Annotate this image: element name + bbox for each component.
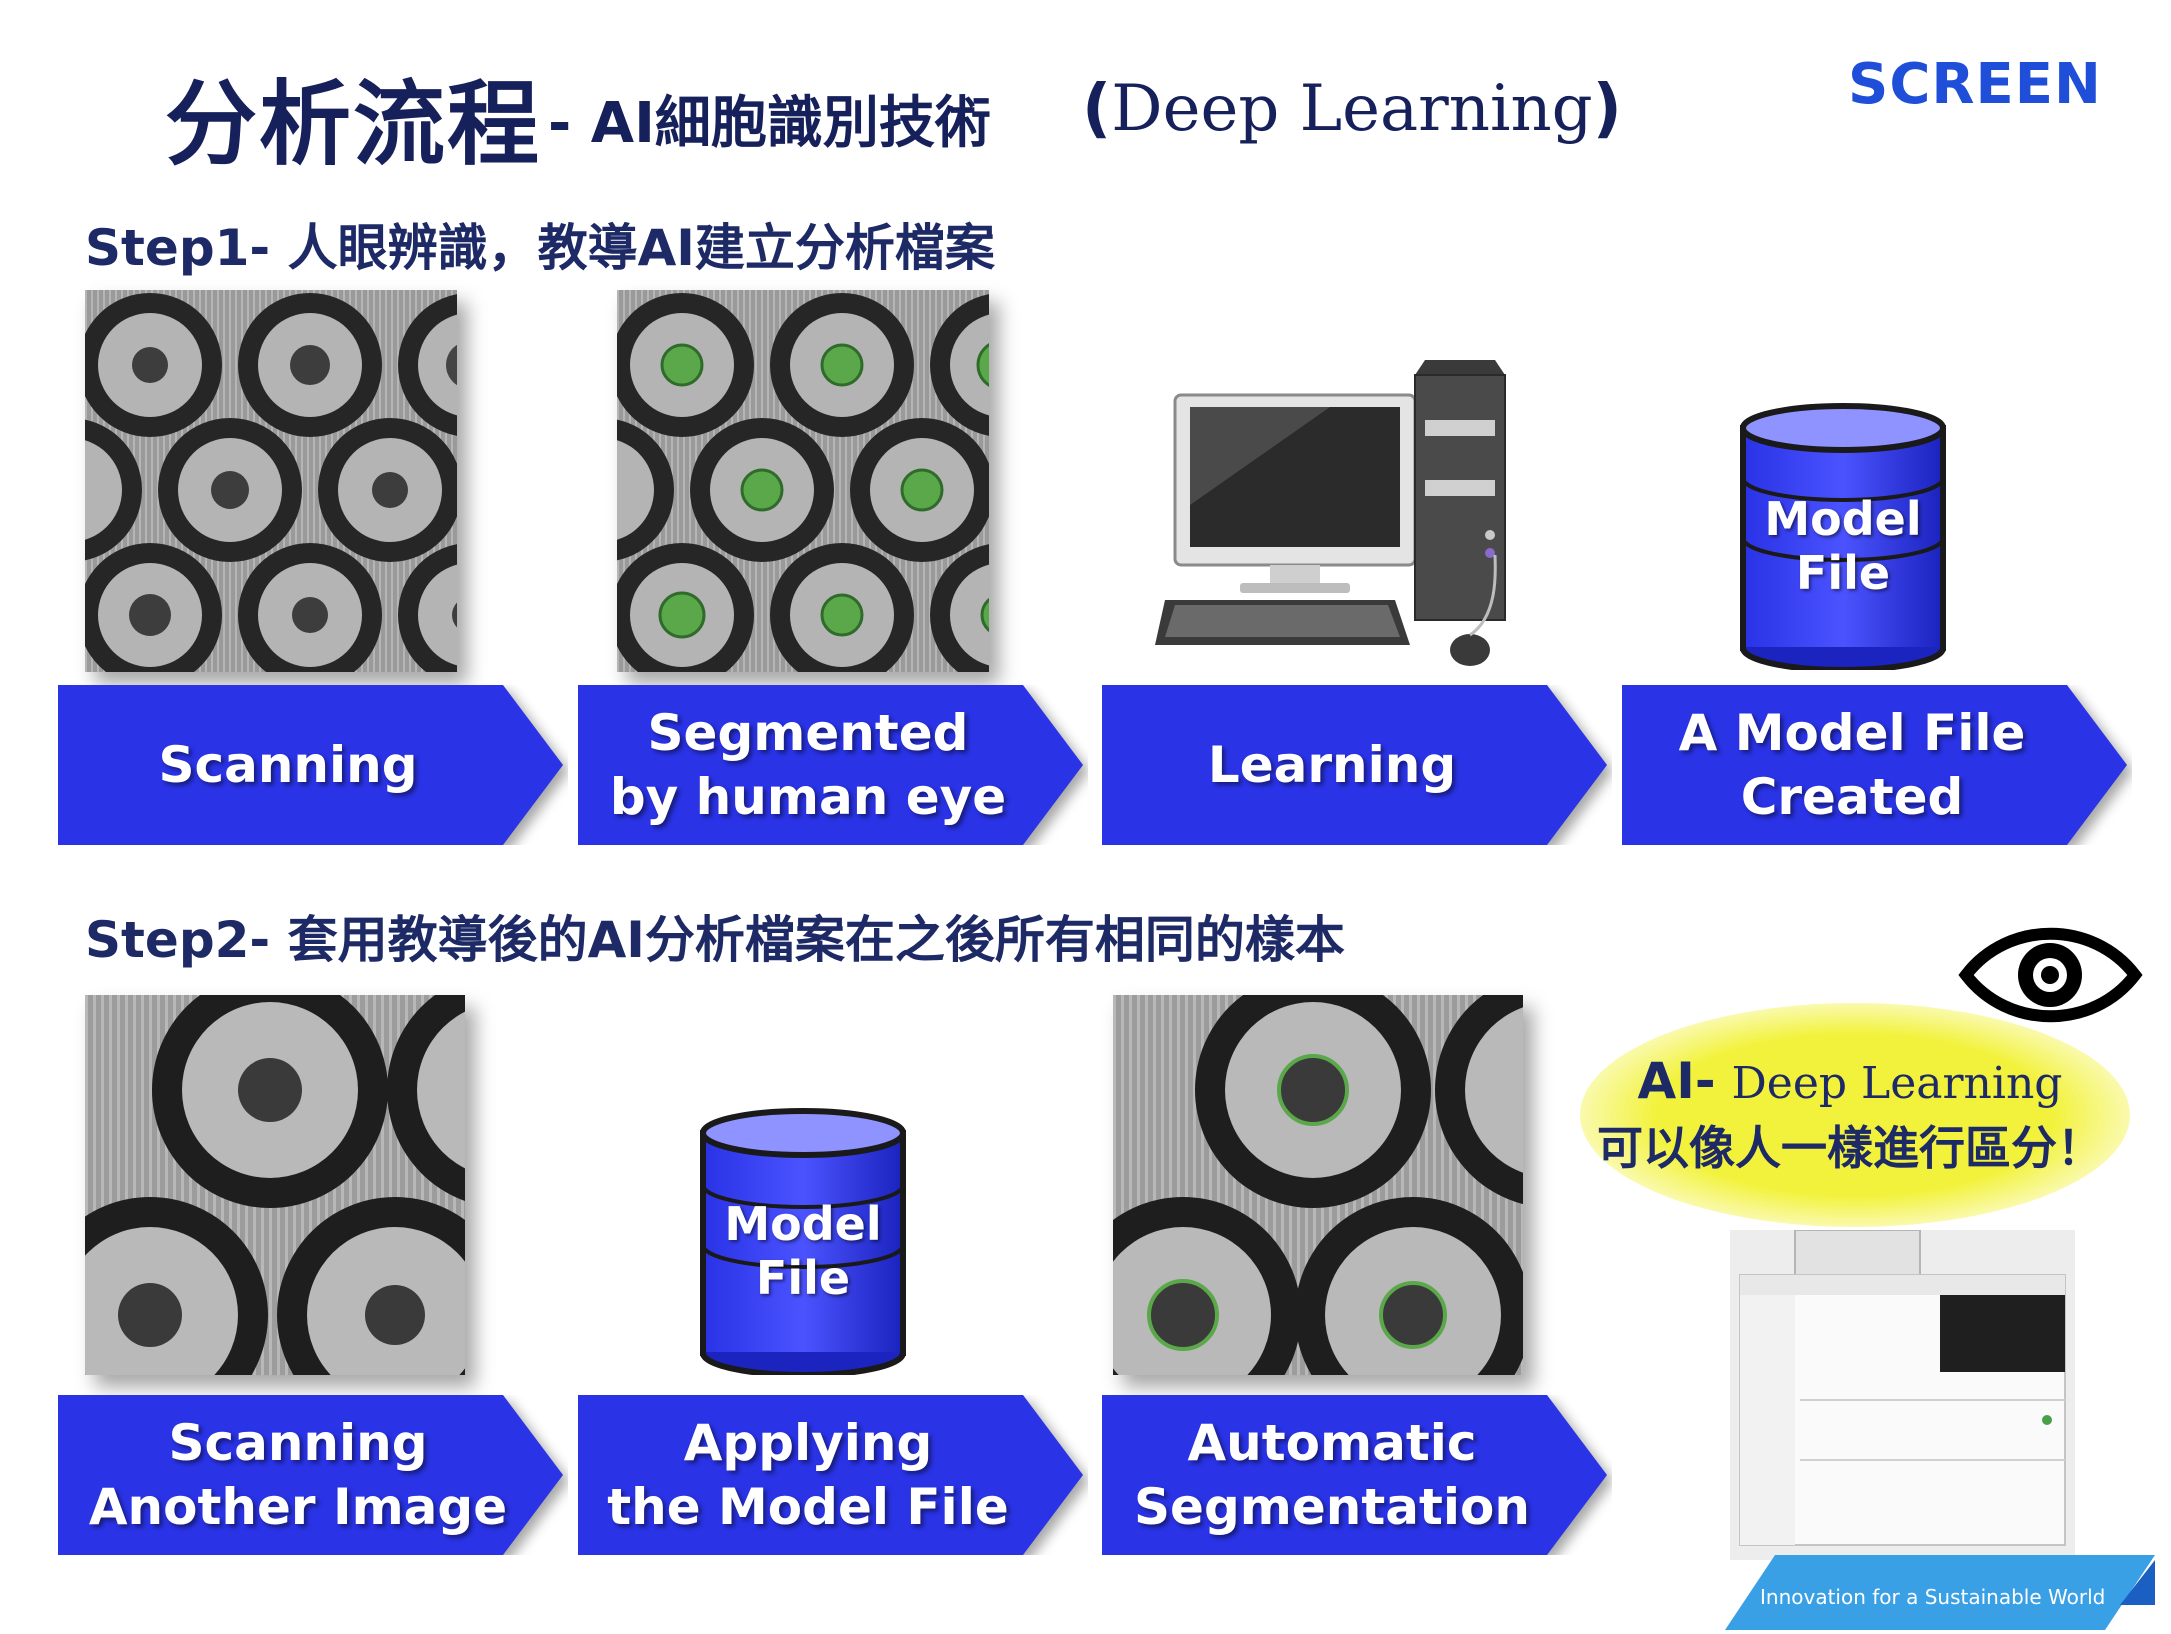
ai-speech-bubble <box>1575 1000 2135 1230</box>
bubble-deep-label: Deep Learning <box>1731 1058 2063 1109</box>
scan-image-wells <box>85 290 457 672</box>
paren-open: ( <box>1082 72 1112 146</box>
page-title: 分析流程 <box>165 71 542 178</box>
computer-icon <box>1150 355 1560 675</box>
arrow-label-line1: Automatic <box>1187 1414 1477 1472</box>
page-subtitle: - AI細胞識別技術 <box>548 91 991 156</box>
file-label: File <box>1795 546 1891 600</box>
tagline-text: Innovation for a Sustainable World <box>1760 1585 2106 1609</box>
bubble-line2: 可以像人一樣進行區分！ <box>1597 1121 2103 1175</box>
arrow-label-line1: Applying <box>683 1414 933 1472</box>
eye-icon <box>1958 915 2143 1035</box>
step2-heading: Step2- 套用教導後的AI分析檔案在之後所有相同的樣本 <box>85 911 1345 969</box>
arrow-segmented: Segmented by human eye <box>578 685 1088 845</box>
file-label: File <box>755 1251 851 1305</box>
paren-close: ) <box>1592 72 1622 146</box>
arrow-label-line2: Another Image <box>88 1478 508 1536</box>
paren-text: Deep Learning <box>1111 72 1593 146</box>
arrow-label-line1: Learning <box>1207 736 1457 794</box>
bubble-line1: AI- Deep Learning <box>1580 1052 2120 1110</box>
arrow-label-line1: Scanning <box>168 1414 428 1472</box>
arrow-applying: Applying the Model File <box>578 1395 1088 1555</box>
model-label: Model <box>1764 492 1922 546</box>
model-label: Model <box>724 1197 882 1251</box>
arrow-label-line1: A Model File <box>1678 704 2026 762</box>
bubble-ai-label: AI- <box>1637 1052 1716 1110</box>
arrow-label-line2: Segmentation <box>1134 1478 1530 1536</box>
model-file-database-icon: Model File <box>695 1105 915 1378</box>
cell-analyzer-machine-icon <box>1730 1229 2075 1560</box>
step1-heading: Step1- 人眼辨識，教導AI建立分析檔案 <box>85 219 995 277</box>
page-subtitle-paren: (Deep Learning) <box>1082 72 1622 146</box>
auto-segmentation-image-wells <box>1113 995 1523 1375</box>
tagline-banner <box>1725 1555 2155 1630</box>
screen-logo: SCREEN <box>1848 52 2102 117</box>
another-image-wells <box>85 995 465 1375</box>
model-file-database-icon: Model File <box>1735 400 1955 673</box>
arrow-label-line2: the Model File <box>607 1478 1009 1536</box>
arrow-label-line2: Created <box>1740 768 1964 826</box>
arrow-learning: Learning <box>1102 685 1612 845</box>
segmented-image-wells <box>617 290 989 672</box>
arrow-scanning: Scanning <box>58 685 568 845</box>
arrow-label-line2: by human eye <box>609 768 1007 826</box>
arrow-label-line1: Scanning <box>158 736 418 794</box>
arrow-label-line1: Segmented <box>647 704 969 762</box>
